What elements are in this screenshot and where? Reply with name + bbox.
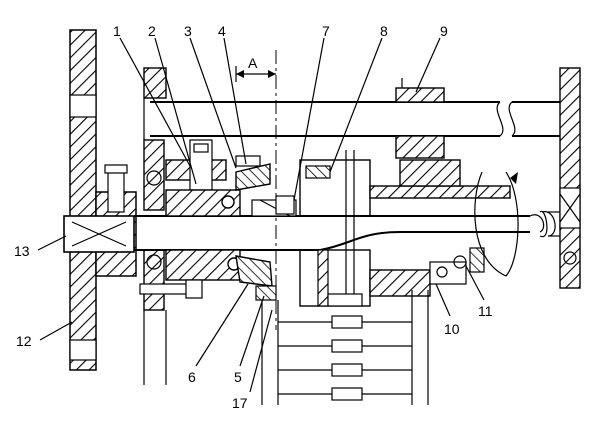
callout-17: 17 <box>232 395 248 411</box>
shaft-key-part-13 <box>63 215 135 253</box>
sleeve-parts-7-8 <box>299 150 371 307</box>
callout-8: 8 <box>380 23 388 39</box>
callout-1: 1 <box>113 23 121 39</box>
leader-lines <box>37 37 485 393</box>
callout-5: 5 <box>234 369 242 385</box>
section-a-label: A <box>248 55 258 71</box>
leader-11 <box>465 265 485 301</box>
callout-12: 12 <box>16 333 32 349</box>
right-housing-wall <box>559 67 581 289</box>
gear-part-9 <box>395 78 445 159</box>
leader-17 <box>249 309 273 393</box>
callout-13: 13 <box>14 243 30 259</box>
leader-2 <box>154 37 197 185</box>
leader-9 <box>415 37 441 93</box>
spring-bars-part-17 <box>261 290 429 405</box>
gear-hub-parts-10-11 <box>369 159 519 297</box>
leader-8 <box>329 37 383 173</box>
callout-10: 10 <box>444 321 460 337</box>
callout-4: 4 <box>218 23 226 39</box>
leader-1 <box>119 37 191 167</box>
hub-parts-1-2 <box>139 139 241 299</box>
leader-3 <box>189 37 237 169</box>
callout-6: 6 <box>188 369 196 385</box>
callout-3: 3 <box>184 23 192 39</box>
callout-2: 2 <box>148 23 156 39</box>
leader-12 <box>39 321 73 341</box>
handwheel-part-12 <box>69 29 137 371</box>
clutch-cone-parts-3-6 <box>235 155 297 301</box>
callout-7: 7 <box>322 23 330 39</box>
callout-11: 11 <box>478 303 493 319</box>
callout-9: 9 <box>440 23 448 39</box>
section-line-a: A <box>235 50 277 330</box>
leader-4 <box>223 37 247 165</box>
leader-5 <box>239 295 265 367</box>
callout-labels: 1 2 3 4 7 8 9 13 12 6 5 17 10 11 <box>14 23 493 411</box>
main-shaft <box>134 210 560 251</box>
leader-6 <box>195 283 249 367</box>
leader-7 <box>293 37 325 201</box>
leader-13 <box>37 235 67 251</box>
leader-10 <box>435 283 451 317</box>
